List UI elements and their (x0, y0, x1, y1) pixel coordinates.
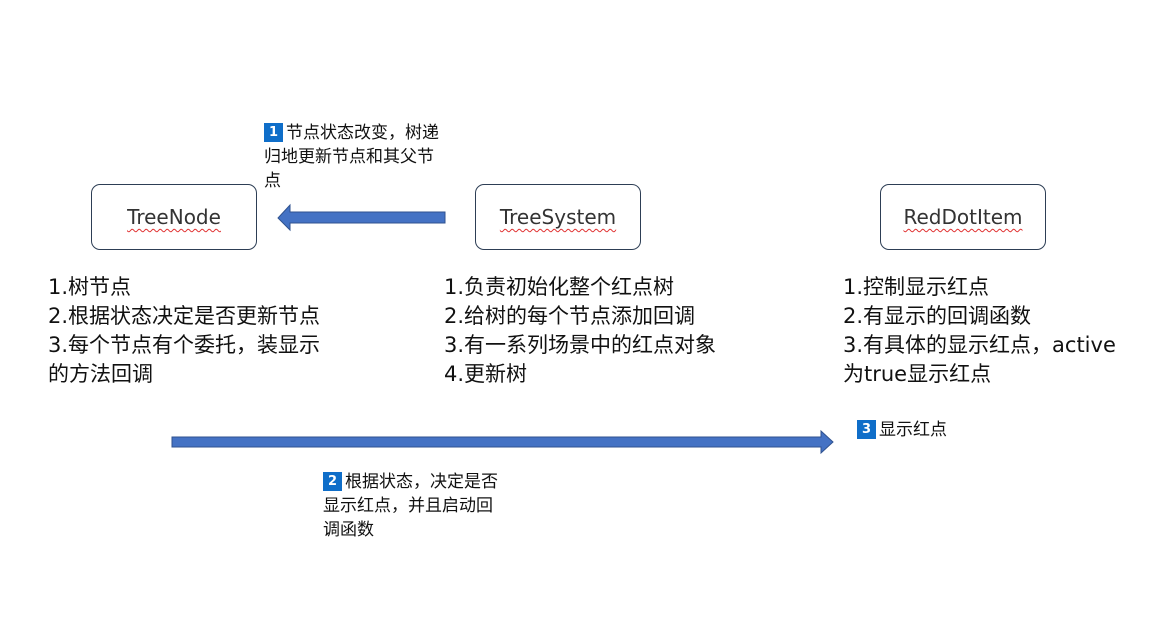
arrow-tree-system-to-tree-node (277, 203, 446, 232)
desc-line: 1.负责初始化整个红点树 (444, 275, 675, 299)
step-3-badge: 3 (857, 420, 876, 439)
tree-system-description: 1.负责初始化整个红点树 2.给树的每个节点添加回调 3.有一系列场景中的红点对… (444, 273, 716, 389)
red-dot-item-description: 1.控制显示红点 2.有显示的回调函数 3.有具体的显示红点，active 为t… (843, 273, 1116, 389)
desc-line: 2.根据状态决定是否更新节点 (48, 304, 321, 328)
tree-node-description: 1.树节点 2.根据状态决定是否更新节点 3.每个节点有个委托，装显示 的方法回… (48, 273, 320, 389)
note-line: 节点状态改变，树递 (286, 123, 439, 143)
arrow-tree-node-to-red-dot-item (171, 429, 834, 455)
red-dot-item-label: RedDotItem (903, 205, 1023, 229)
desc-line: 1.树节点 (48, 275, 132, 299)
note-line: 显示红点，并且启动回 (323, 496, 493, 516)
note-line: 调函数 (323, 520, 374, 540)
desc-line: 2.有显示的回调函数 (843, 304, 1032, 328)
step-1-badge: 1 (264, 123, 283, 142)
desc-line: 3.有具体的显示红点，active (843, 333, 1116, 357)
desc-line: 3.有一系列场景中的红点对象 (444, 333, 717, 357)
note-line: 点 (264, 171, 281, 191)
desc-line: 2.给树的每个节点添加回调 (444, 304, 696, 328)
desc-line: 4.更新树 (444, 362, 528, 386)
desc-line: 的方法回调 (48, 362, 153, 386)
tree-node-box: TreeNode (91, 184, 257, 250)
tree-node-label: TreeNode (127, 205, 221, 229)
red-dot-item-box: RedDotItem (880, 184, 1046, 250)
desc-line: 为true显示红点 (843, 362, 992, 386)
step-2-badge: 2 (323, 472, 342, 491)
tree-system-box: TreeSystem (475, 184, 641, 250)
desc-line: 3.每个节点有个委托，装显示 (48, 333, 321, 357)
desc-line: 1.控制显示红点 (843, 275, 990, 299)
note-line: 归地更新节点和其父节 (264, 147, 434, 167)
tree-system-label: TreeSystem (499, 205, 617, 229)
note-line: 显示红点 (879, 420, 947, 440)
note-line: 根据状态，决定是否 (345, 472, 498, 492)
